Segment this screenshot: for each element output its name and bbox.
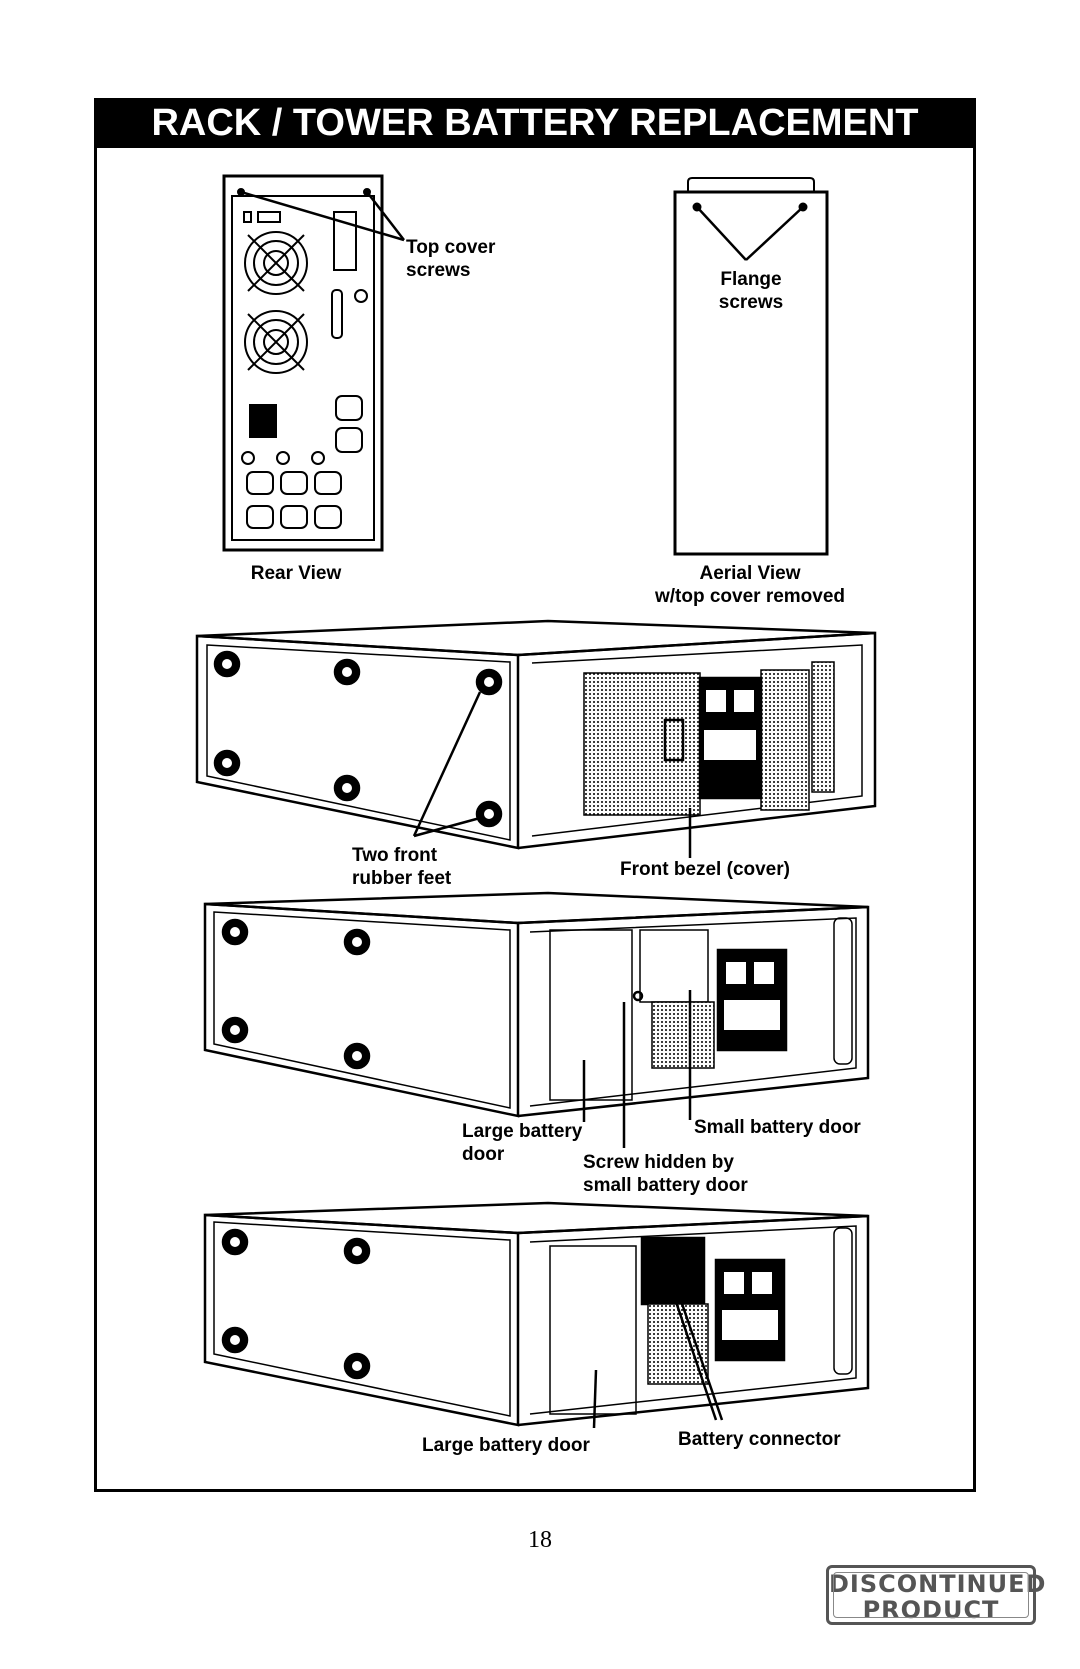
top-cover-screws-label: Top cover screws bbox=[406, 237, 496, 281]
large-battery-door-label: Large battery door bbox=[462, 1121, 583, 1165]
fan-icon bbox=[244, 231, 308, 295]
discontinued-stamp: DISCONTINUED PRODUCT bbox=[826, 1565, 1045, 1625]
ups-unit-front-bezel-illustration bbox=[195, 619, 877, 858]
outlet-icon bbox=[335, 395, 363, 453]
ups-unit-battery-connector-illustration bbox=[203, 1201, 870, 1429]
page-number: 18 bbox=[528, 1527, 552, 1553]
front-bezel-label: Front bezel (cover) bbox=[620, 859, 790, 880]
rubber-feet-label: Two front rubber feet bbox=[352, 845, 452, 889]
aerial-view-illustration bbox=[673, 177, 829, 556]
ups-unit-battery-doors-illustration bbox=[203, 891, 870, 1148]
hidden-screw-label: Screw hidden by small battery door bbox=[583, 1152, 748, 1196]
rubber-foot-icon bbox=[221, 918, 371, 1070]
fan-icon bbox=[244, 310, 308, 374]
page-title: RACK / TOWER BATTERY REPLACEMENT bbox=[94, 98, 976, 148]
battery-connector-label: Battery connector bbox=[678, 1429, 841, 1450]
rubber-foot-icon bbox=[221, 1228, 371, 1380]
flange-screws-label: Flange screws bbox=[718, 269, 784, 313]
rear-view-caption: Rear View bbox=[250, 563, 342, 584]
outlet-icon bbox=[246, 471, 342, 529]
aerial-view-caption: Aerial View w/top cover removed bbox=[654, 563, 846, 607]
large-battery-door-label-2: Large battery door bbox=[422, 1435, 590, 1456]
small-battery-door-label: Small battery door bbox=[694, 1117, 861, 1138]
rear-view-illustration bbox=[222, 174, 405, 552]
